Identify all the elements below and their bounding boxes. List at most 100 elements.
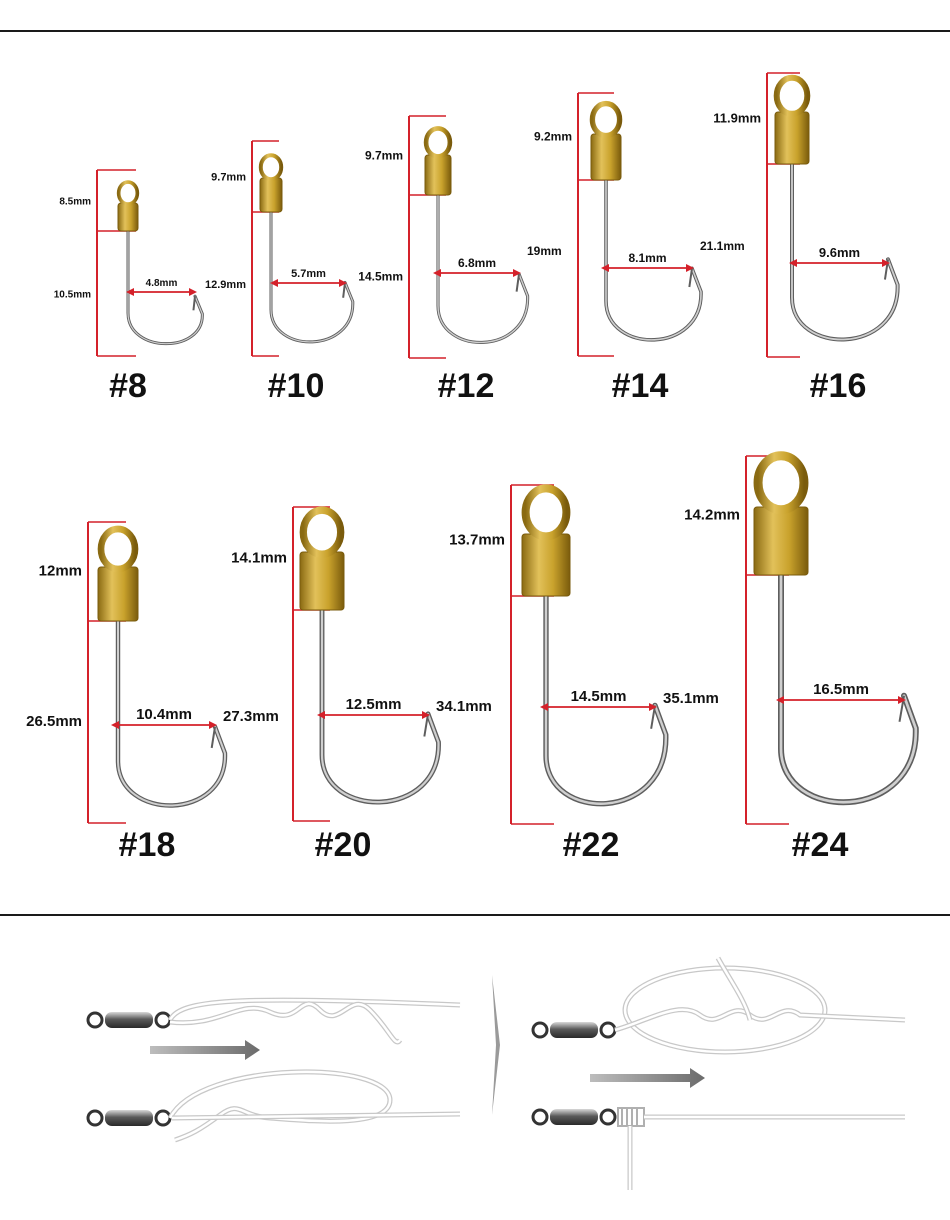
hook-barb — [342, 282, 346, 298]
gap-width-label: 10.4mm — [136, 706, 192, 723]
hook-barb — [688, 268, 693, 288]
hook-16: 11.9mm 9.6mm #16 — [713, 72, 900, 405]
knot-step-3 — [531, 956, 906, 1088]
hooks-layer: 8.5mm10.5mm4.8mm#89.7mm12.9mm5.7mm#109.7… — [26, 72, 919, 864]
shank-length-label: 10.5mm — [54, 290, 91, 301]
hook-24: 14.2mm 16.5mm #24 — [684, 451, 919, 864]
brass-swivel — [774, 111, 810, 165]
gap-width-label: 4.8mm — [146, 278, 178, 289]
brass-swivel — [97, 566, 139, 622]
gap-width-label: 14.5mm — [571, 688, 627, 705]
arrow-right-icon — [898, 696, 906, 704]
eye-length-label: 13.7mm — [449, 532, 505, 549]
brass-swivel — [259, 177, 283, 213]
knot-step-1 — [86, 997, 461, 1060]
hook-size-label: #12 — [438, 367, 495, 405]
swivel-eye — [116, 180, 140, 206]
hook-10: 9.7mm 12.9mm 5.7mm #10 — [205, 140, 355, 405]
next-step-chevron-icon — [492, 975, 500, 1115]
arrow-left-icon — [111, 721, 119, 729]
swivel-eye — [753, 451, 809, 515]
hook-18: 12mm 26.5mm 10.4mm 27.3mm #18 — [26, 521, 279, 864]
knot-diagram — [86, 956, 906, 1190]
hook-14: 9.2mm 8.1mm 21.1mm #14 — [534, 92, 745, 405]
brass-swivel — [117, 202, 139, 232]
swivel-eye — [521, 484, 571, 541]
shank-length-label: 26.5mm — [26, 713, 82, 730]
total-length-label: 34.1mm — [436, 698, 492, 715]
hook-size-label: #18 — [119, 826, 176, 864]
gap-width-label: 12.5mm — [346, 696, 402, 713]
hook-wire — [117, 620, 226, 807]
total-length-label: 19mm — [527, 244, 562, 258]
arrow-right-icon — [882, 259, 890, 267]
gap-width-label: 9.6mm — [819, 245, 860, 260]
brass-swivel — [521, 533, 571, 597]
gap-width-label: 6.8mm — [458, 256, 496, 270]
eye-length-label: 14.1mm — [231, 550, 287, 567]
hook-wire — [270, 211, 354, 343]
brass-swivel — [753, 506, 809, 576]
middle-divider — [0, 914, 950, 916]
arrow-right-icon — [686, 264, 694, 272]
shank-length-label: 14.5mm — [358, 270, 403, 284]
brass-swivel — [590, 133, 622, 181]
arrow-left-icon — [270, 279, 278, 287]
arrow-left-icon — [317, 711, 325, 719]
swivel-icon — [531, 1108, 617, 1126]
total-length-label: 21.1mm — [700, 239, 745, 253]
arrow-left-icon — [126, 288, 134, 296]
arrow-left-icon — [540, 703, 548, 711]
gap-width-label: 16.5mm — [813, 681, 869, 698]
arrow-right-icon — [339, 279, 347, 287]
eye-length-label: 14.2mm — [684, 507, 740, 524]
swivel-icon — [531, 1021, 617, 1039]
arrow-right-icon — [189, 288, 197, 296]
swivel-icon — [86, 1109, 172, 1127]
arrow-left-icon — [601, 264, 609, 272]
hook-barb — [210, 726, 216, 749]
arrow-left-icon — [776, 696, 784, 704]
swivel-icon — [86, 1011, 172, 1029]
swivel-eye — [423, 126, 453, 159]
arrow-right-icon — [649, 703, 657, 711]
eye-length-label: 9.7mm — [365, 149, 403, 163]
hook-barb — [192, 296, 196, 311]
eye-length-label: 9.7mm — [211, 172, 246, 184]
swivel-eye — [97, 525, 139, 573]
swivel-eye — [773, 74, 811, 117]
knot-step-4 — [531, 1107, 905, 1190]
hook-size-label: #24 — [792, 826, 849, 864]
eye-length-label: 12mm — [39, 563, 82, 580]
arrow-right-icon — [209, 721, 217, 729]
hook-size-label: #8 — [109, 367, 147, 405]
hook-barb — [423, 713, 429, 737]
hook-barb — [515, 273, 520, 292]
hook-size-label: #16 — [810, 367, 867, 405]
gap-width-label: 8.1mm — [628, 251, 666, 265]
swivel-eye — [589, 100, 623, 139]
hook-20: 14.1mm 12.5mm 34.1mm #20 — [231, 506, 492, 864]
total-length-label: 27.3mm — [223, 708, 279, 725]
hook-size-label: #22 — [563, 826, 620, 864]
hook-barb — [650, 705, 656, 729]
brass-swivel — [424, 154, 452, 196]
eye-length-label: 11.9mm — [713, 111, 761, 126]
hook-size-label: #10 — [268, 367, 325, 405]
total-length-label: 35.1mm — [663, 690, 719, 707]
hook-12: 9.7mm 14.5mm 6.8mm 19mm #12 — [358, 115, 562, 405]
hook-wire — [437, 194, 529, 344]
arrow-right-icon — [513, 269, 521, 277]
hook-size-label: #14 — [612, 367, 669, 405]
eye-length-label: 8.5mm — [59, 197, 91, 208]
brass-swivel — [299, 551, 345, 611]
hook-size-label: #20 — [315, 826, 372, 864]
arrow-right-icon — [422, 711, 430, 719]
hook-wire — [544, 594, 667, 805]
hook-wire — [127, 230, 203, 345]
shank-length-label: 12.9mm — [205, 279, 246, 291]
eye-length-label: 9.2mm — [534, 130, 572, 144]
gap-width-label: 5.7mm — [291, 268, 326, 280]
arrow-left-icon — [433, 269, 441, 277]
